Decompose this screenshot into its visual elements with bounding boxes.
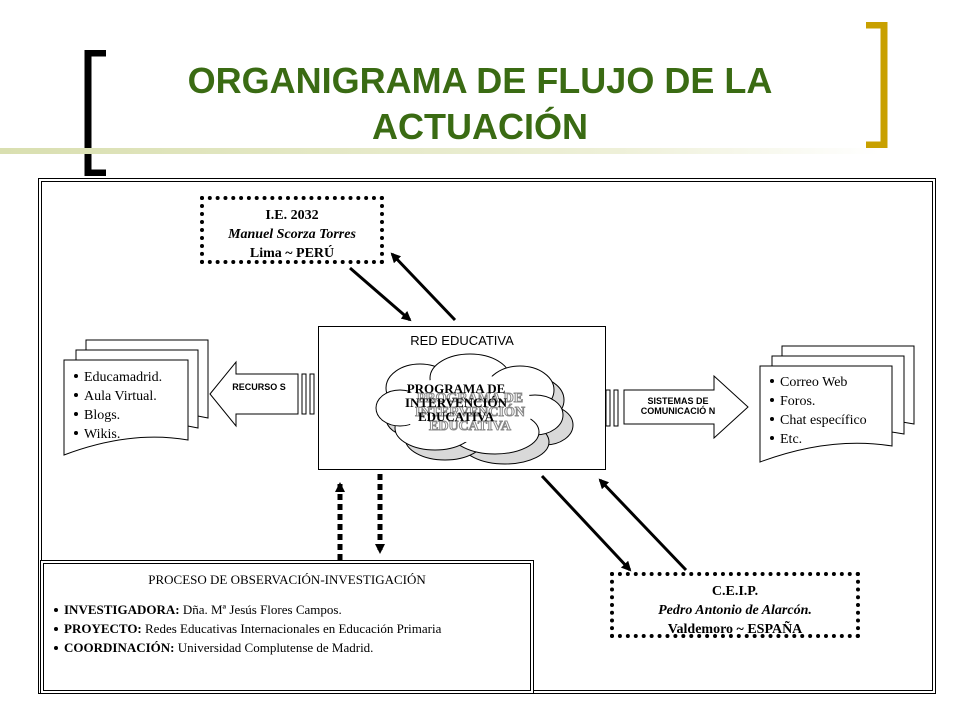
cloud-text: PROGRAMA DE INTERVENCIÓN EDUCATIVA [382, 382, 530, 424]
top-node-line2: Manuel Scorza Torres [228, 227, 356, 242]
list-item: Wikis. [72, 425, 162, 444]
ceip-line2: Pedro Antonio de Alarcón. [658, 603, 812, 618]
left-document-stack [63, 339, 209, 456]
cloud-line1: PROGRAMA DE [406, 381, 506, 396]
list-item: Aula Virtual. [72, 387, 162, 406]
left-block-arrow [209, 360, 315, 428]
ceip-line1: C.E.I.P. [711, 584, 759, 599]
list-item: Correo Web [768, 373, 867, 392]
cloud-line2: INTERVENCIÓN [404, 395, 508, 410]
ceip-line3: Valdemoro ~ ESPAÑA [667, 622, 803, 637]
page-title: ORGANIGRAMA DE FLUJO DE LA ACTUACIÓN [187, 60, 773, 147]
arrow-ceip-to-center [598, 478, 688, 572]
cloud-shadow-line1: PROGRAMA DE [416, 391, 524, 406]
arrow-center-to-ceip [540, 474, 632, 572]
right-block-arrow [605, 374, 749, 440]
cloud-line3: EDUCATIVA [417, 409, 495, 424]
cloud-shadow-line3: EDUCATIVA [429, 419, 512, 434]
comunicacion-list: Correo Web Foros. Chat específico Etc. [768, 373, 867, 449]
process-item: PROYECTO: Redes Educativas Internacional… [52, 619, 532, 638]
top-node-line3: Lima ~ PERÚ [249, 246, 335, 261]
process-title: PROCESO DE OBSERVACIÓN-INVESTIGACIÓN [148, 572, 426, 587]
list-item: Foros. [768, 392, 867, 411]
red-educativa-label: RED EDUCATIVA [410, 333, 514, 348]
top-node-ie2032: I.E. 2032 Manuel Scorza Torres Lima ~ PE… [200, 196, 384, 264]
cloud-text-shadow: PROGRAMA DE INTERVENCIÓN EDUCATIVA [396, 391, 544, 434]
sistemas-comunicacion-label: SISTEMAS DE COMUNICACIÓ N [640, 396, 716, 416]
list-item: Blogs. [72, 406, 162, 425]
right-document-stack [759, 345, 915, 463]
right-bracket-icon [866, 22, 888, 148]
top-node-line1: I.E. 2032 [265, 208, 319, 223]
process-item: COORDINACIÓN: Universidad Complutense de… [52, 638, 532, 657]
process-item: INVESTIGADORA: Dña. Mª Jesús Flores Camp… [52, 600, 532, 619]
arrow-center-to-top [390, 252, 457, 322]
left-bracket-icon [84, 50, 106, 176]
arrow-top-to-center [349, 266, 412, 322]
process-items: INVESTIGADORA: Dña. Mª Jesús Flores Camp… [52, 600, 532, 657]
list-item: Chat específico [768, 411, 867, 430]
list-item: Etc. [768, 430, 867, 449]
recursos-label: RECURSO S [232, 382, 286, 392]
cloud-shadow-line2: INTERVENCIÓN [415, 405, 526, 420]
title-underline [0, 148, 880, 154]
list-item: Educamadrid. [72, 368, 162, 387]
bottom-node-ceip: C.E.I.P. Pedro Antonio de Alarcón. Valde… [610, 572, 860, 638]
recursos-list: Educamadrid. Aula Virtual. Blogs. Wikis. [72, 368, 162, 444]
process-box: PROCESO DE OBSERVACIÓN-INVESTIGACIÓN INV… [40, 560, 534, 694]
